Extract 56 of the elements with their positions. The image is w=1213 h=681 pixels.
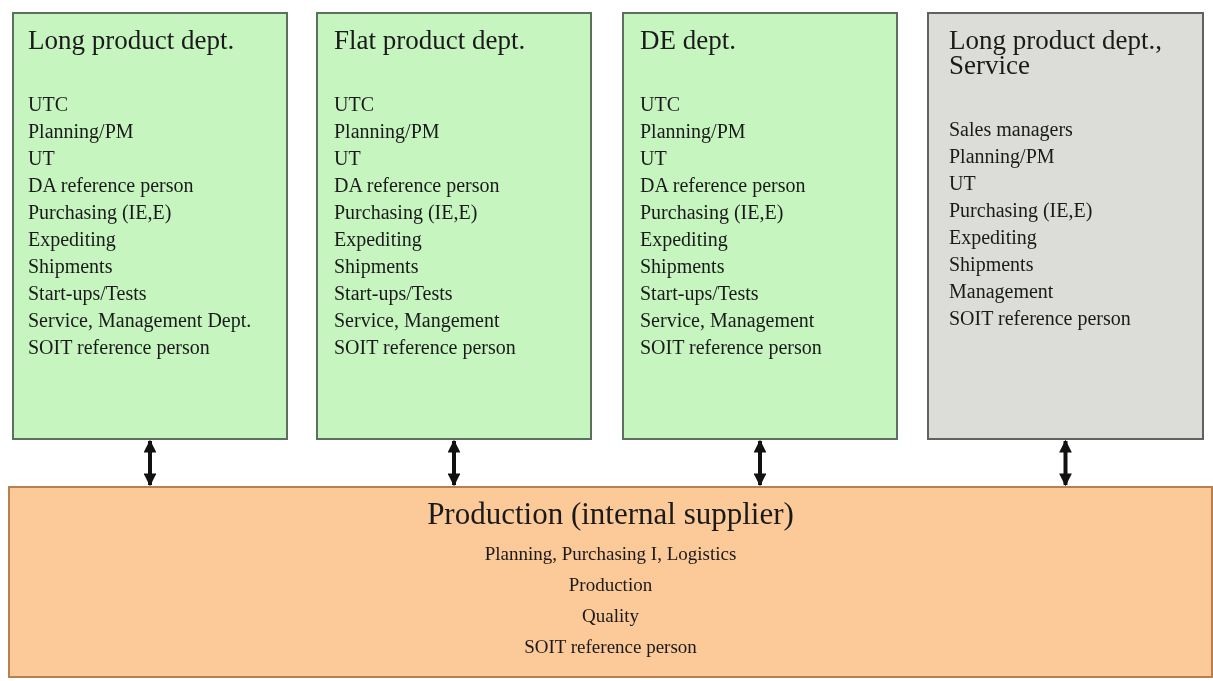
list-item: Planning, Purchasing I, Logistics bbox=[484, 542, 737, 566]
list-item: DA reference person bbox=[28, 173, 195, 199]
list-item: UT bbox=[640, 146, 668, 171]
list-item: Shipments bbox=[949, 252, 1035, 278]
department-box bbox=[316, 12, 592, 440]
department-box bbox=[12, 12, 288, 440]
double-arrow bbox=[753, 439, 767, 487]
list-item: DA reference person bbox=[334, 173, 501, 199]
list-item: Planning/PM bbox=[28, 119, 135, 145]
list-item: UT bbox=[949, 171, 977, 196]
list-item: Shipments bbox=[640, 254, 726, 280]
list-item: SOIT reference person bbox=[28, 335, 211, 361]
production-box bbox=[8, 486, 1213, 678]
list-item: UT bbox=[334, 146, 362, 171]
list-item: Expediting bbox=[28, 227, 117, 253]
list-item: Start-ups/Tests bbox=[334, 281, 454, 307]
list-item: Planning/PM bbox=[949, 144, 1056, 170]
list-item: Service, Management Dept. bbox=[28, 308, 253, 334]
box-heading: DE dept. bbox=[640, 28, 737, 53]
list-item: DA reference person bbox=[640, 173, 807, 199]
double-arrow bbox=[1059, 439, 1072, 487]
list-item: SOIT reference person bbox=[524, 635, 697, 659]
list-item: Purchasing (IE,E) bbox=[28, 200, 173, 226]
list-item: Quality bbox=[582, 604, 639, 628]
list-item: UT bbox=[28, 146, 56, 171]
box-heading: Flat product dept. bbox=[334, 28, 527, 53]
list-item: Start-ups/Tests bbox=[28, 281, 148, 307]
list-item: UTC bbox=[334, 92, 375, 117]
department-box bbox=[622, 12, 898, 440]
list-item: Production bbox=[568, 573, 653, 597]
list-item: UTC bbox=[640, 92, 681, 117]
list-item: UTC bbox=[28, 92, 69, 117]
box-heading: Long product dept. bbox=[28, 28, 236, 53]
list-item: Planning/PM bbox=[334, 119, 441, 145]
double-arrow bbox=[143, 439, 157, 487]
list-item: Service, Mangement bbox=[334, 308, 501, 334]
list-item: Planning/PM bbox=[640, 119, 747, 145]
list-item: Shipments bbox=[28, 254, 114, 280]
department-box bbox=[927, 12, 1204, 440]
list-item: SOIT reference person bbox=[334, 335, 517, 361]
list-item: Purchasing (IE,E) bbox=[640, 200, 785, 226]
list-item: Sales managers bbox=[949, 117, 1074, 143]
list-item: Purchasing (IE,E) bbox=[334, 200, 479, 226]
box-heading: Production (internal supplier) bbox=[427, 496, 794, 532]
list-item: Expediting bbox=[334, 227, 423, 253]
list-item: Management bbox=[949, 279, 1055, 305]
list-item: Start-ups/Tests bbox=[640, 281, 760, 307]
list-item: Shipments bbox=[334, 254, 420, 280]
list-item: Expediting bbox=[640, 227, 729, 253]
list-item: Purchasing (IE,E) bbox=[949, 198, 1094, 224]
box-heading: Long product dept., Service bbox=[949, 28, 1163, 78]
list-item: Service, Management bbox=[640, 308, 816, 334]
double-arrow bbox=[447, 439, 461, 487]
list-item: Expediting bbox=[949, 225, 1038, 251]
list-item: SOIT reference person bbox=[640, 335, 823, 361]
list-item: SOIT reference person bbox=[949, 306, 1132, 332]
